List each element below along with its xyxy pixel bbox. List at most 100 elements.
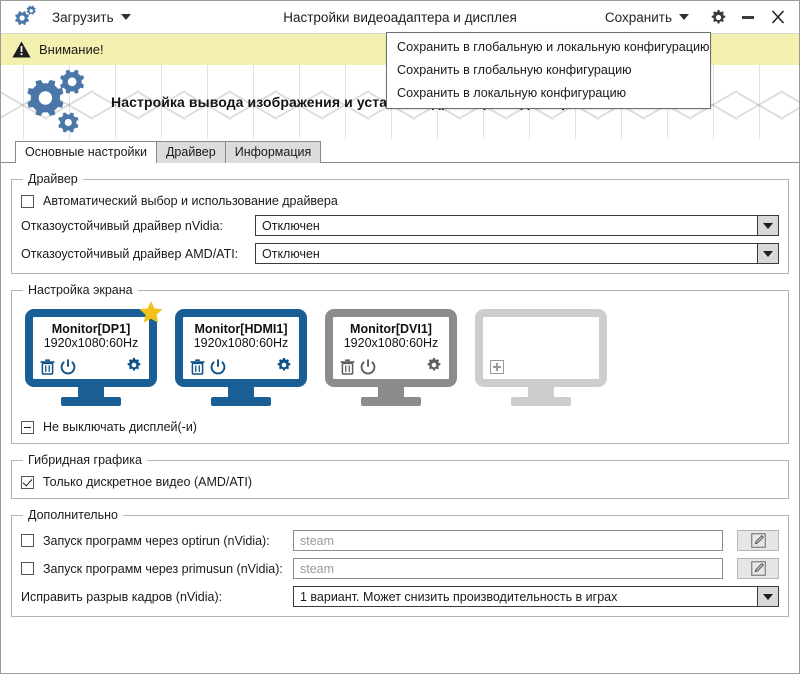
primusun-input[interactable]: steam [293, 558, 723, 579]
monitor-base [61, 397, 121, 406]
trash-icon[interactable] [340, 358, 355, 375]
chevron-down-icon [679, 14, 689, 20]
monitor-card-add-new[interactable] [475, 309, 607, 406]
monitor-actions [190, 357, 292, 376]
gear-icon[interactable] [276, 357, 292, 373]
monitor-stand [228, 387, 254, 397]
monitor-name: Monitor[DP1] [51, 322, 131, 336]
monitor-base [511, 397, 571, 406]
monitor-actions [340, 357, 442, 376]
optirun-row: Запуск программ через optirun (nVidia): … [21, 530, 779, 551]
power-icon[interactable] [60, 358, 76, 375]
menu-item-save-global[interactable]: Сохранить в глобальную конфигурацию [397, 63, 632, 77]
screen-group: Настройка экрана Monitor[DP1] 1920x1080:… [11, 283, 789, 444]
gear-icon[interactable] [126, 357, 142, 373]
primusun-edit-button[interactable] [737, 558, 779, 579]
chevron-down-icon [757, 216, 778, 235]
minimize-button[interactable] [733, 4, 763, 30]
tab-main-settings[interactable]: Основные настройки [15, 141, 157, 163]
discrete-only-checkbox[interactable] [21, 475, 34, 489]
primusun-label: Запуск программ через primusun (nVidia): [43, 561, 283, 576]
tab-information[interactable]: Информация [224, 141, 322, 163]
trash-icon[interactable] [40, 358, 55, 375]
monitor-list: Monitor[DP1] 1920x1080:60Hz [21, 301, 779, 406]
extra-group-legend: Дополнительно [28, 508, 118, 522]
monitor-screen: Monitor[HDMI1] 1920x1080:60Hz [175, 309, 307, 387]
monitor-stand [78, 387, 104, 397]
power-icon[interactable] [360, 358, 376, 375]
close-button[interactable] [763, 4, 793, 30]
edit-pencil-icon [750, 561, 766, 576]
gears-icon [11, 5, 37, 29]
optirun-label: Запуск программ через optirun (nVidia): [43, 533, 270, 548]
optirun-checkbox[interactable] [21, 534, 34, 547]
plus-icon[interactable] [490, 360, 504, 374]
gear-icon[interactable] [426, 357, 442, 373]
save-dropdown-menu[interactable]: Сохранить в глобальную и локальную конфи… [386, 32, 711, 109]
minimize-icon [742, 15, 754, 19]
extra-group: Дополнительно Запуск программ через opti… [11, 508, 789, 617]
primusun-checkbox[interactable] [21, 562, 34, 575]
tab-strip: Основные настройки Драйвер Информация [1, 139, 799, 163]
warning-triangle-icon [12, 41, 31, 58]
tab-driver[interactable]: Драйвер [155, 141, 226, 163]
hybrid-graphics-group: Гибридная графика Только дискретное виде… [11, 453, 789, 499]
amd-fallback-row: Отказоустойчивый драйвер AMD/ATI: Отключ… [21, 243, 779, 264]
amd-fallback-select[interactable]: Отключен [255, 243, 779, 264]
keep-display-on-checkbox[interactable] [21, 420, 34, 434]
monitor-card-dvi1[interactable]: Monitor[DVI1] 1920x1080:60Hz [325, 309, 457, 406]
tearing-fix-row: Исправить разрыв кадров (nVidia): 1 вари… [21, 586, 779, 607]
screen-group-legend: Настройка экрана [28, 283, 133, 297]
monitor-base [361, 397, 421, 406]
monitor-name: Monitor[DVI1] [350, 322, 432, 336]
warning-banner-text: Внимание! [39, 42, 104, 57]
close-icon [771, 10, 785, 24]
monitor-actions [40, 357, 142, 376]
monitor-stand [378, 387, 404, 397]
monitor-base [211, 397, 271, 406]
monitor-screen: Monitor[DP1] 1920x1080:60Hz [25, 309, 157, 387]
nvidia-fallback-row: Отказоустойчивый драйвер nVidia: Отключе… [21, 215, 779, 236]
driver-group: Драйвер Автоматический выбор и использов… [11, 172, 789, 274]
menu-item-save-local[interactable]: Сохранить в локальную конфигурацию [397, 86, 627, 100]
monitor-resolution: 1920x1080:60Hz [43, 336, 139, 350]
discrete-only-label: Только дискретное видео (AMD/ATI) [43, 475, 253, 489]
primary-star-icon [138, 300, 164, 328]
amd-fallback-value: Отключен [262, 246, 320, 261]
save-menu-button[interactable]: Сохранить [599, 7, 695, 28]
trash-icon[interactable] [190, 358, 205, 375]
keep-display-on-label: Не выключать дисплей(-и) [43, 420, 197, 434]
nvidia-fallback-label: Отказоустойчивый драйвер nVidia: [21, 218, 223, 233]
driver-group-legend: Драйвер [28, 172, 78, 186]
nvidia-fallback-value: Отключен [262, 218, 320, 233]
hybrid-graphics-legend: Гибридная графика [28, 453, 142, 467]
title-bar: Загрузить Настройки видеоадаптера и дисп… [1, 1, 799, 34]
amd-fallback-label: Отказоустойчивый драйвер AMD/ATI: [21, 246, 239, 261]
power-icon[interactable] [210, 358, 226, 375]
load-menu-button[interactable]: Загрузить [46, 7, 137, 28]
tearing-fix-select[interactable]: 1 вариант. Может снизить производительно… [293, 586, 779, 607]
monitor-screen: Monitor[DVI1] 1920x1080:60Hz [325, 309, 457, 387]
discrete-only-row: Только дискретное видео (AMD/ATI) [21, 475, 779, 489]
nvidia-fallback-select[interactable]: Отключен [255, 215, 779, 236]
optirun-edit-button[interactable] [737, 530, 779, 551]
edit-pencil-icon [750, 533, 766, 548]
load-menu-label: Загрузить [52, 9, 114, 25]
monitor-stand [528, 387, 554, 397]
monitor-card-dp1[interactable]: Monitor[DP1] 1920x1080:60Hz [25, 301, 163, 406]
auto-driver-checkbox[interactable] [21, 194, 34, 208]
monitor-card-hdmi1[interactable]: Monitor[HDMI1] 1920x1080:60Hz [175, 309, 307, 406]
primusun-placeholder: steam [300, 561, 335, 576]
settings-gear-button[interactable] [703, 4, 733, 30]
chevron-down-icon [120, 14, 131, 20]
monitor-resolution: 1920x1080:60Hz [193, 336, 289, 350]
auto-driver-label: Автоматический выбор и использование дра… [43, 194, 338, 208]
gears-logo-icon [15, 69, 107, 135]
tab-content-main-settings: Драйвер Автоматический выбор и использов… [1, 162, 799, 673]
menu-item-save-global-local[interactable]: Сохранить в глобальную и локальную конфи… [397, 40, 710, 54]
optirun-input[interactable]: steam [293, 530, 723, 551]
gear-icon [711, 9, 725, 24]
primusun-row: Запуск программ через primusun (nVidia):… [21, 558, 779, 579]
titlebar-left-group: Загрузить [1, 5, 137, 29]
